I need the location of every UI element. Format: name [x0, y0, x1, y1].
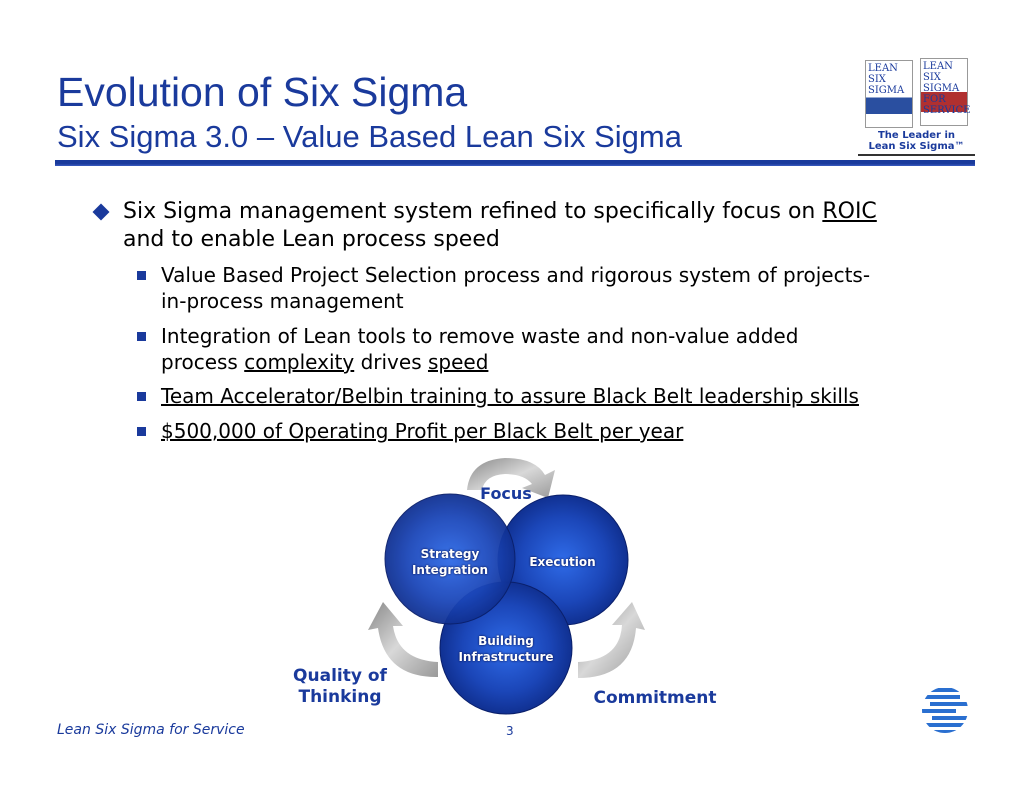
bullet-text: Value Based Project Selection process an…: [161, 263, 871, 287]
square-bullet-icon: [137, 332, 146, 341]
square-bullet-icon: [137, 392, 146, 401]
label-commitment: Commitment: [593, 688, 717, 708]
label-line: Thinking: [298, 687, 382, 707]
tagline-line: The Leader in: [877, 130, 955, 141]
footer-text: Lean Six Sigma for Service: [57, 722, 245, 738]
label-line: Strategy: [420, 547, 480, 561]
label-line: Infrastructure: [458, 650, 554, 664]
bullet-text: Team Accelerator/Belbin training to assu…: [161, 384, 859, 408]
label-line: Building: [478, 634, 534, 648]
tagline-line: Lean Six Sigma™: [868, 141, 965, 152]
bullet-text: Integration of Lean tools to remove wast…: [161, 324, 799, 348]
roic-term: ROIC: [822, 199, 877, 224]
sub-bullet: Team Accelerator/Belbin training to assu…: [137, 383, 859, 409]
bullet-text: speed: [427, 350, 489, 374]
circle-label-execution: Execution: [529, 555, 596, 569]
logo-divider: [858, 154, 975, 156]
title-divider: [55, 160, 975, 166]
circle-strategy-integration: [384, 493, 516, 625]
label-line: Integration: [411, 563, 489, 577]
square-bullet-icon: [137, 271, 146, 280]
bullet-text: Six Sigma management system refined to s…: [123, 199, 823, 224]
slide-subtitle: Six Sigma 3.0 – Value Based Lean Six Sig…: [57, 119, 682, 154]
sub-bullet: $500,000 of Operating Profit per Black B…: [137, 418, 683, 444]
bullet-text: $500,000 of Operating Profit per Black B…: [161, 419, 684, 443]
square-bullet-icon: [137, 427, 146, 436]
label-focus: Focus: [480, 484, 532, 503]
bullet-text: in-process management: [161, 289, 404, 313]
sub-bullet: Integration of Lean tools to remove wast…: [137, 323, 798, 375]
bullet-text: process: [161, 350, 245, 374]
book-cover-lss-for-service: LEAN SIX SIGMA FOR SERVICE: [920, 58, 970, 126]
company-globe-logo-icon: [922, 688, 968, 733]
book-cover-lean-six-sigma: LEAN SIX SIGMA: [865, 60, 913, 128]
page-number: 3: [506, 724, 514, 738]
bullet-main: Six Sigma management system refined to s…: [92, 198, 877, 254]
slide-title: Evolution of Six Sigma: [57, 69, 468, 115]
arrow-right-icon: [578, 602, 645, 678]
arrow-top-icon: [467, 458, 555, 498]
label-line: Quality of: [293, 666, 387, 686]
bullet-text: complexity: [244, 350, 355, 374]
bullet-text: and to enable Lean process speed: [123, 227, 500, 252]
sub-bullet: Value Based Project Selection process an…: [137, 262, 870, 314]
bullet-text: drives: [354, 350, 428, 374]
arrow-left-icon: [368, 602, 438, 678]
